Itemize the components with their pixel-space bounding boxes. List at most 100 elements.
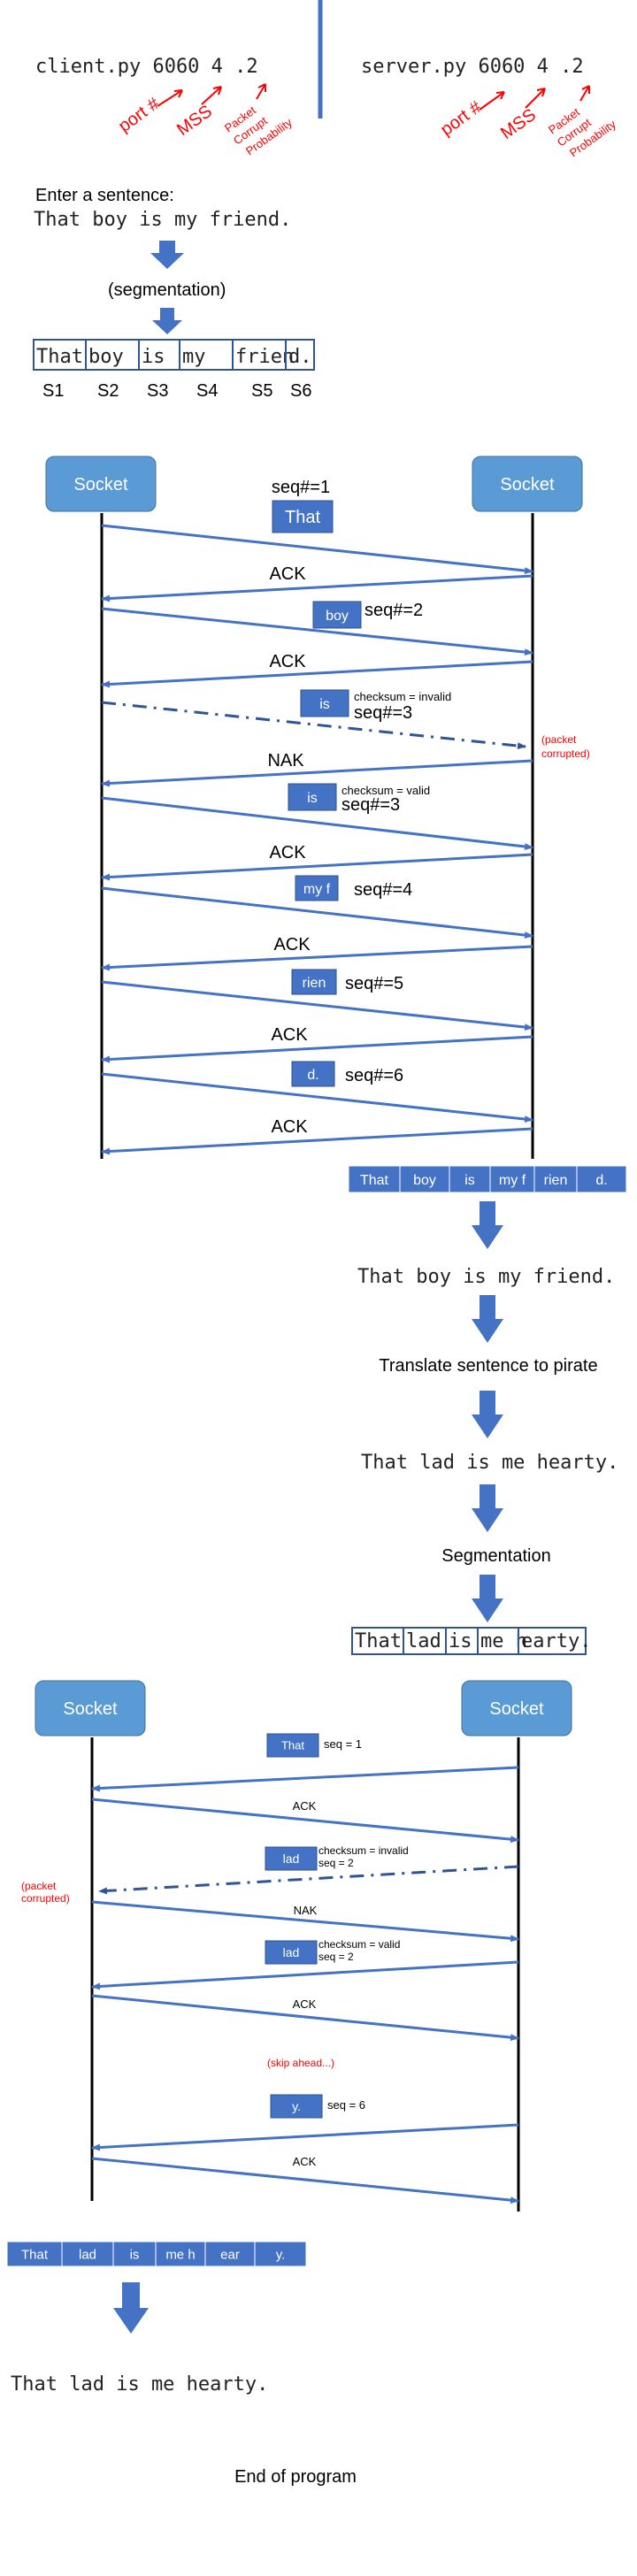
pirate-sentence: That lad is me hearty. (361, 1452, 618, 1474)
socket-box (35, 1680, 146, 1736)
pirate-segment-text: lad (406, 1630, 441, 1652)
corrupted-label: corrupted) (21, 1892, 70, 1905)
packet-box (266, 1733, 319, 1758)
down-arrow-icon (152, 308, 182, 334)
received-segment-text: my f (499, 1173, 526, 1188)
packet-box (300, 689, 349, 717)
received-segment-cell (399, 1165, 450, 1193)
ack-arrow (101, 1035, 533, 1063)
data-arrow (101, 886, 533, 939)
input-sentence: That boy is my friend. (34, 209, 291, 231)
received-segment-cell (576, 1165, 627, 1193)
segmentation-label: (segmentation) (108, 280, 226, 300)
ack-arrow (91, 2157, 519, 2204)
corrupted-label: (packet (541, 733, 577, 746)
ack-label: ACK (269, 843, 306, 862)
prompt-text: Enter a sentence: (35, 186, 174, 205)
packet-label: my f (303, 882, 331, 897)
reassembled-sentence: That boy is my friend. (357, 1266, 615, 1288)
port-label: port # (115, 94, 164, 136)
ack-label: ACK (273, 935, 311, 954)
final-sentence: That lad is me hearty. (11, 2373, 268, 2396)
segment-text: That (36, 346, 83, 368)
final-segment-cell (61, 2241, 114, 2267)
packet-box (270, 2094, 323, 2119)
packet-box (291, 969, 337, 995)
final-segment-text: me h (165, 2247, 195, 2262)
nak-arrow (91, 1900, 519, 1943)
client-arg-arrows (157, 83, 266, 107)
segment-id-label: S6 (290, 381, 311, 401)
segment-id-label: S3 (147, 381, 168, 401)
received-segment-cell (489, 1165, 535, 1193)
final-segment-text: That (21, 2247, 49, 2262)
down-arrow-icon (472, 1295, 503, 1343)
data-arrow (101, 980, 533, 1031)
packet-label: boy (326, 609, 349, 624)
seq-label: seq#=1 (272, 478, 330, 497)
socket-box (461, 1680, 572, 1736)
packet-box (265, 1846, 318, 1871)
ack-label: ACK (293, 1799, 317, 1813)
packet-label: rien (303, 976, 326, 991)
packet-box (295, 875, 339, 901)
socket-box (472, 456, 583, 512)
ack-label: ACK (269, 564, 306, 584)
packet-label: lad (283, 1945, 300, 1959)
final-segment-text: ear (220, 2247, 240, 2262)
checksum-label: checksum = invalid (354, 690, 451, 703)
translate-label: Translate sentence to pirate (379, 1356, 597, 1376)
pirate-segment-text: is (449, 1630, 472, 1652)
corrupted-label: (packet (21, 1880, 57, 1892)
segment-text: boy (88, 346, 124, 368)
socket-label: Socket (500, 475, 555, 494)
down-arrow-icon (472, 1575, 503, 1622)
down-arrow-icon (113, 2282, 149, 2334)
segment-frame (33, 339, 315, 371)
data-arrow (91, 1766, 519, 1792)
seq-label: seq = 2 (318, 1857, 354, 1869)
pirate-segment-text: me h (480, 1630, 527, 1652)
pirate-segment-text: That (355, 1630, 402, 1652)
final-segment-text: is (130, 2247, 140, 2262)
socket-label: Socket (73, 475, 128, 494)
segment-text: my (182, 346, 206, 368)
ack-arrow (101, 945, 533, 971)
seq-label: seq#=3 (354, 703, 412, 723)
nak-label: NAK (294, 1904, 318, 1917)
segmentation-step-label: Segmentation (441, 1546, 550, 1566)
segment-text: frien (235, 346, 294, 368)
data-arrow (91, 1960, 519, 1990)
received-segment-cell (533, 1165, 578, 1193)
segment-id-label: S2 (97, 381, 119, 401)
ack-label: ACK (293, 1997, 317, 2011)
ack-label: ACK (293, 2155, 317, 2168)
data-arrow (91, 2123, 519, 2151)
checksum-label: checksum = valid (342, 784, 430, 797)
segment-id-label: S4 (196, 381, 218, 401)
packet-box (265, 1940, 318, 1965)
pirate-segment-frame (351, 1627, 587, 1655)
down-arrow-icon (472, 1484, 503, 1532)
end-label: End of program (234, 2467, 357, 2487)
corrupted-label: corrupted) (541, 748, 590, 760)
packet-label: is (307, 791, 318, 806)
final-segment-cell (254, 2241, 307, 2267)
data-arrow (101, 607, 533, 656)
server-mss-label: MSS (497, 105, 540, 143)
seq-label: seq#=2 (365, 601, 423, 620)
corrupted-arrow (101, 701, 526, 750)
seq-label: seq#=5 (345, 974, 403, 993)
mss-label: MSS (173, 102, 216, 140)
segment-id-label: S1 (42, 381, 64, 401)
socket-label: Socket (489, 1699, 544, 1719)
data-arrow (101, 796, 533, 850)
socket-box (45, 456, 157, 512)
server-arg-arrows (479, 85, 590, 111)
down-arrow-icon (472, 1201, 503, 1249)
seq-label: seq#=4 (354, 880, 412, 900)
